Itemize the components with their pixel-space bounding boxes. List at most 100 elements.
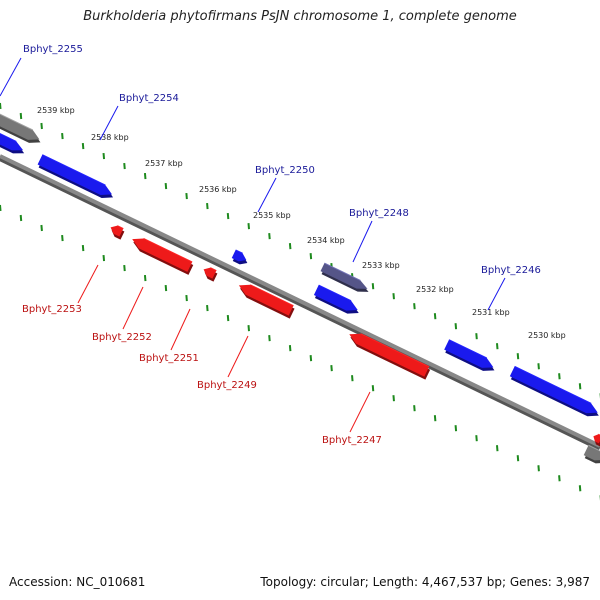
tick-label: 2539 kbp (37, 106, 75, 115)
tick-row-upper (0, 102, 600, 399)
tick-mark (226, 213, 230, 220)
gene-label-reverse: Bphyt_2253 (22, 304, 82, 315)
leader-line (352, 220, 373, 263)
tick-mark (495, 445, 499, 452)
tick-mark (247, 325, 250, 332)
leader-line (99, 105, 119, 141)
tick-mark (516, 455, 520, 462)
tick-mark (309, 253, 313, 260)
tick-mark (475, 333, 478, 340)
backbone-line (0, 154, 600, 448)
gene-label-forward: Bphyt_2250 (255, 165, 315, 176)
gene-label-reverse: Bphyt_2247 (322, 435, 382, 446)
leader-line (227, 335, 249, 378)
tick-mark (206, 203, 209, 210)
tick-mark (578, 485, 582, 492)
tick-mark (123, 264, 126, 272)
tick-mark (102, 254, 106, 262)
gene-label-reverse: Bphyt_2249 (197, 380, 257, 391)
gene-forward-2245 (509, 365, 599, 417)
tick-mark (413, 405, 416, 412)
tick-label: 2532 kbp (416, 285, 454, 294)
tick-mark (185, 294, 188, 302)
gene-reverse-2249 (238, 284, 295, 319)
gene-reverse-2247 (349, 333, 431, 380)
gene-reverse-edge (593, 433, 600, 447)
tick-mark (102, 152, 106, 160)
tick-mark (578, 383, 582, 390)
tick-mark (226, 315, 230, 322)
gene-forward-2255 (0, 132, 25, 154)
tick-mark (558, 475, 561, 482)
gene-label-forward: Bphyt_2255 (23, 44, 83, 55)
gene-reverse-2253 (110, 225, 125, 240)
tick-mark (371, 283, 375, 290)
tick-mark (185, 192, 188, 200)
leader-line (170, 308, 191, 351)
tick-mark (0, 204, 2, 212)
tick-mark (81, 142, 85, 150)
tick-mark (309, 355, 313, 362)
tick-mark (206, 305, 209, 312)
tick-mark (61, 234, 64, 242)
tick-mark (164, 284, 168, 292)
tick-label: 2538 kbp (91, 133, 129, 142)
tick-mark (351, 375, 354, 382)
gene-grey-left (0, 113, 41, 143)
tick-mark (516, 353, 520, 360)
gene-grey-right (583, 444, 600, 464)
tick-mark (537, 363, 540, 370)
map-title: Burkholderia phytofirmans PsJN chromosom… (83, 9, 517, 24)
tick-mark (268, 233, 271, 240)
tick-mark (247, 223, 250, 230)
leader-line (257, 177, 277, 213)
tick-label: 2535 kbp (253, 211, 291, 220)
tick-mark (495, 343, 499, 350)
tick-mark (392, 293, 395, 300)
tick-mark (558, 373, 561, 380)
tick-label: 2531 kbp (472, 308, 510, 317)
tick-mark (433, 415, 437, 422)
tick-mark (288, 345, 292, 352)
gene-reverse-2252 (132, 238, 194, 275)
gene-grey-2248 (320, 262, 369, 292)
leader-line (77, 264, 99, 304)
leader-line (487, 277, 506, 311)
tick-mark (268, 335, 271, 342)
tick-mark (19, 214, 23, 222)
tick-mark (61, 132, 64, 140)
tick-mark (81, 244, 85, 252)
tick-mark (454, 323, 458, 330)
gene-label-forward: Bphyt_2248 (349, 208, 409, 219)
tick-mark (40, 224, 43, 232)
gene-label-forward: Bphyt_2246 (481, 265, 541, 276)
tick-label: 2530 kbp (528, 331, 566, 340)
tick-mark (19, 112, 23, 120)
gene-label-reverse: Bphyt_2252 (92, 332, 152, 343)
gene-forward-2246 (444, 339, 495, 371)
tick-mark (164, 182, 168, 190)
tick-mark (371, 385, 375, 392)
tick-mark (392, 395, 395, 402)
gene-forward-2254 (37, 154, 114, 199)
gene-forward-2250 (231, 249, 248, 265)
tick-mark (433, 313, 437, 320)
gene-label-forward: Bphyt_2254 (119, 93, 179, 104)
tick-label: 2533 kbp (362, 261, 400, 270)
tick-label: 2537 kbp (145, 159, 183, 168)
tick-mark (143, 274, 147, 282)
gene-reverse-2251 (203, 267, 218, 282)
accession-label: Accession: NC_010681 (9, 575, 146, 589)
tick-mark (40, 122, 43, 130)
leader-line (0, 57, 22, 97)
tick-row-lower (0, 204, 600, 501)
tick-mark (475, 435, 478, 442)
tick-mark (0, 102, 2, 110)
tick-label: 2536 kbp (199, 185, 237, 194)
tick-mark (330, 365, 333, 372)
tick-mark (143, 172, 147, 180)
leader-line (122, 286, 144, 330)
gene-forward-2248 (313, 284, 359, 314)
tick-mark (454, 425, 458, 432)
